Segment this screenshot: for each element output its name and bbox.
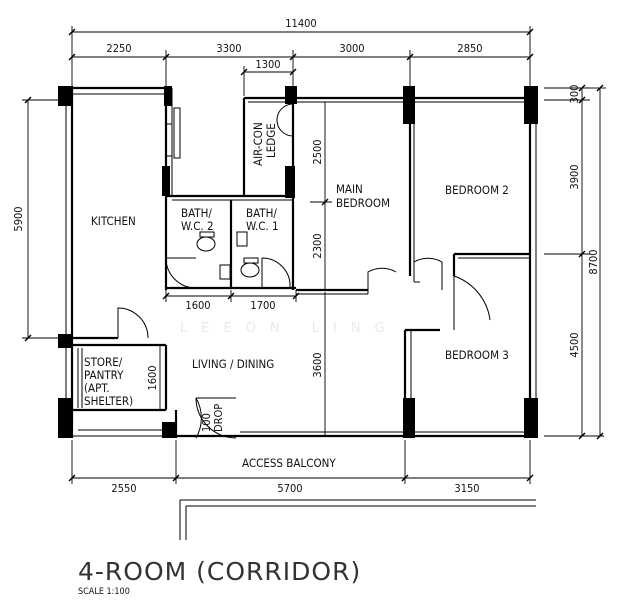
room-store-label-1: STORE/ bbox=[84, 355, 123, 369]
room-bath2-label-1: BATH/ bbox=[181, 206, 212, 220]
room-main-bedroom-label-1: MAIN bbox=[336, 182, 363, 196]
room-store-label-3: (APT. bbox=[84, 381, 110, 395]
dim-right-1: 300 bbox=[568, 85, 581, 104]
room-store-label-2: PANTRY bbox=[84, 368, 124, 382]
dim-right-3: 4500 bbox=[568, 332, 581, 357]
dim-top-3: 3000 bbox=[339, 42, 364, 55]
dim-bath-2-width: 1600 bbox=[185, 299, 210, 312]
dim-aircon-width: 1300 bbox=[255, 58, 280, 71]
dim-top-4: 2850 bbox=[457, 42, 482, 55]
room-bedroom3-label: BEDROOM 3 bbox=[445, 348, 509, 362]
drop-label-2: DROP bbox=[212, 404, 225, 432]
dimension-lines bbox=[22, 26, 606, 484]
room-bath2-label-2: W.C. 2 bbox=[181, 219, 214, 233]
room-bedroom2-label: BEDROOM 2 bbox=[445, 183, 509, 197]
dim-overall-top: 11400 bbox=[285, 17, 316, 30]
room-aircon-label-2: LEDGE bbox=[264, 123, 278, 158]
dim-living-depth: 3600 bbox=[311, 352, 324, 377]
walls bbox=[65, 86, 537, 438]
access-balcony-label: ACCESS BALCONY bbox=[242, 456, 336, 470]
room-store-label-4: SHELTER) bbox=[84, 394, 133, 408]
doors bbox=[117, 103, 491, 439]
plan-title: 4-ROOM (CORRIDOR) bbox=[78, 557, 361, 586]
dim-bottom-1: 2550 bbox=[111, 482, 136, 495]
room-main-bedroom-label-2: BEDROOM bbox=[336, 196, 390, 210]
room-bath1-label-2: W.C. 1 bbox=[246, 219, 279, 233]
dim-bottom-3: 3150 bbox=[454, 482, 479, 495]
dim-top-2: 3300 bbox=[216, 42, 241, 55]
structural-columns bbox=[58, 86, 538, 438]
corridor-outline bbox=[179, 499, 536, 540]
dim-main-bed-b: 2300 bbox=[311, 233, 324, 258]
dim-top-1: 2250 bbox=[106, 42, 131, 55]
room-aircon-label-1: AIR-CON bbox=[251, 122, 265, 166]
dim-right-2: 3900 bbox=[568, 164, 581, 189]
room-bath1-label-1: BATH/ bbox=[246, 206, 277, 220]
watermark: LEEON LING bbox=[180, 321, 399, 336]
dim-bottom-2: 5700 bbox=[277, 482, 302, 495]
dim-bath-1-width: 1700 bbox=[250, 299, 275, 312]
dim-left: 5900 bbox=[12, 206, 25, 231]
room-kitchen-label: KITCHEN bbox=[91, 214, 136, 228]
room-living-label: LIVING / DINING bbox=[192, 357, 274, 371]
dim-right-total: 8700 bbox=[587, 249, 600, 274]
dim-store-depth: 1600 bbox=[146, 365, 159, 390]
plan-scale: SCALE 1:100 bbox=[78, 587, 130, 597]
bath-fixtures bbox=[196, 231, 260, 280]
drop-label-1: 100 bbox=[200, 413, 213, 432]
dim-main-bed-a: 2500 bbox=[311, 139, 324, 164]
